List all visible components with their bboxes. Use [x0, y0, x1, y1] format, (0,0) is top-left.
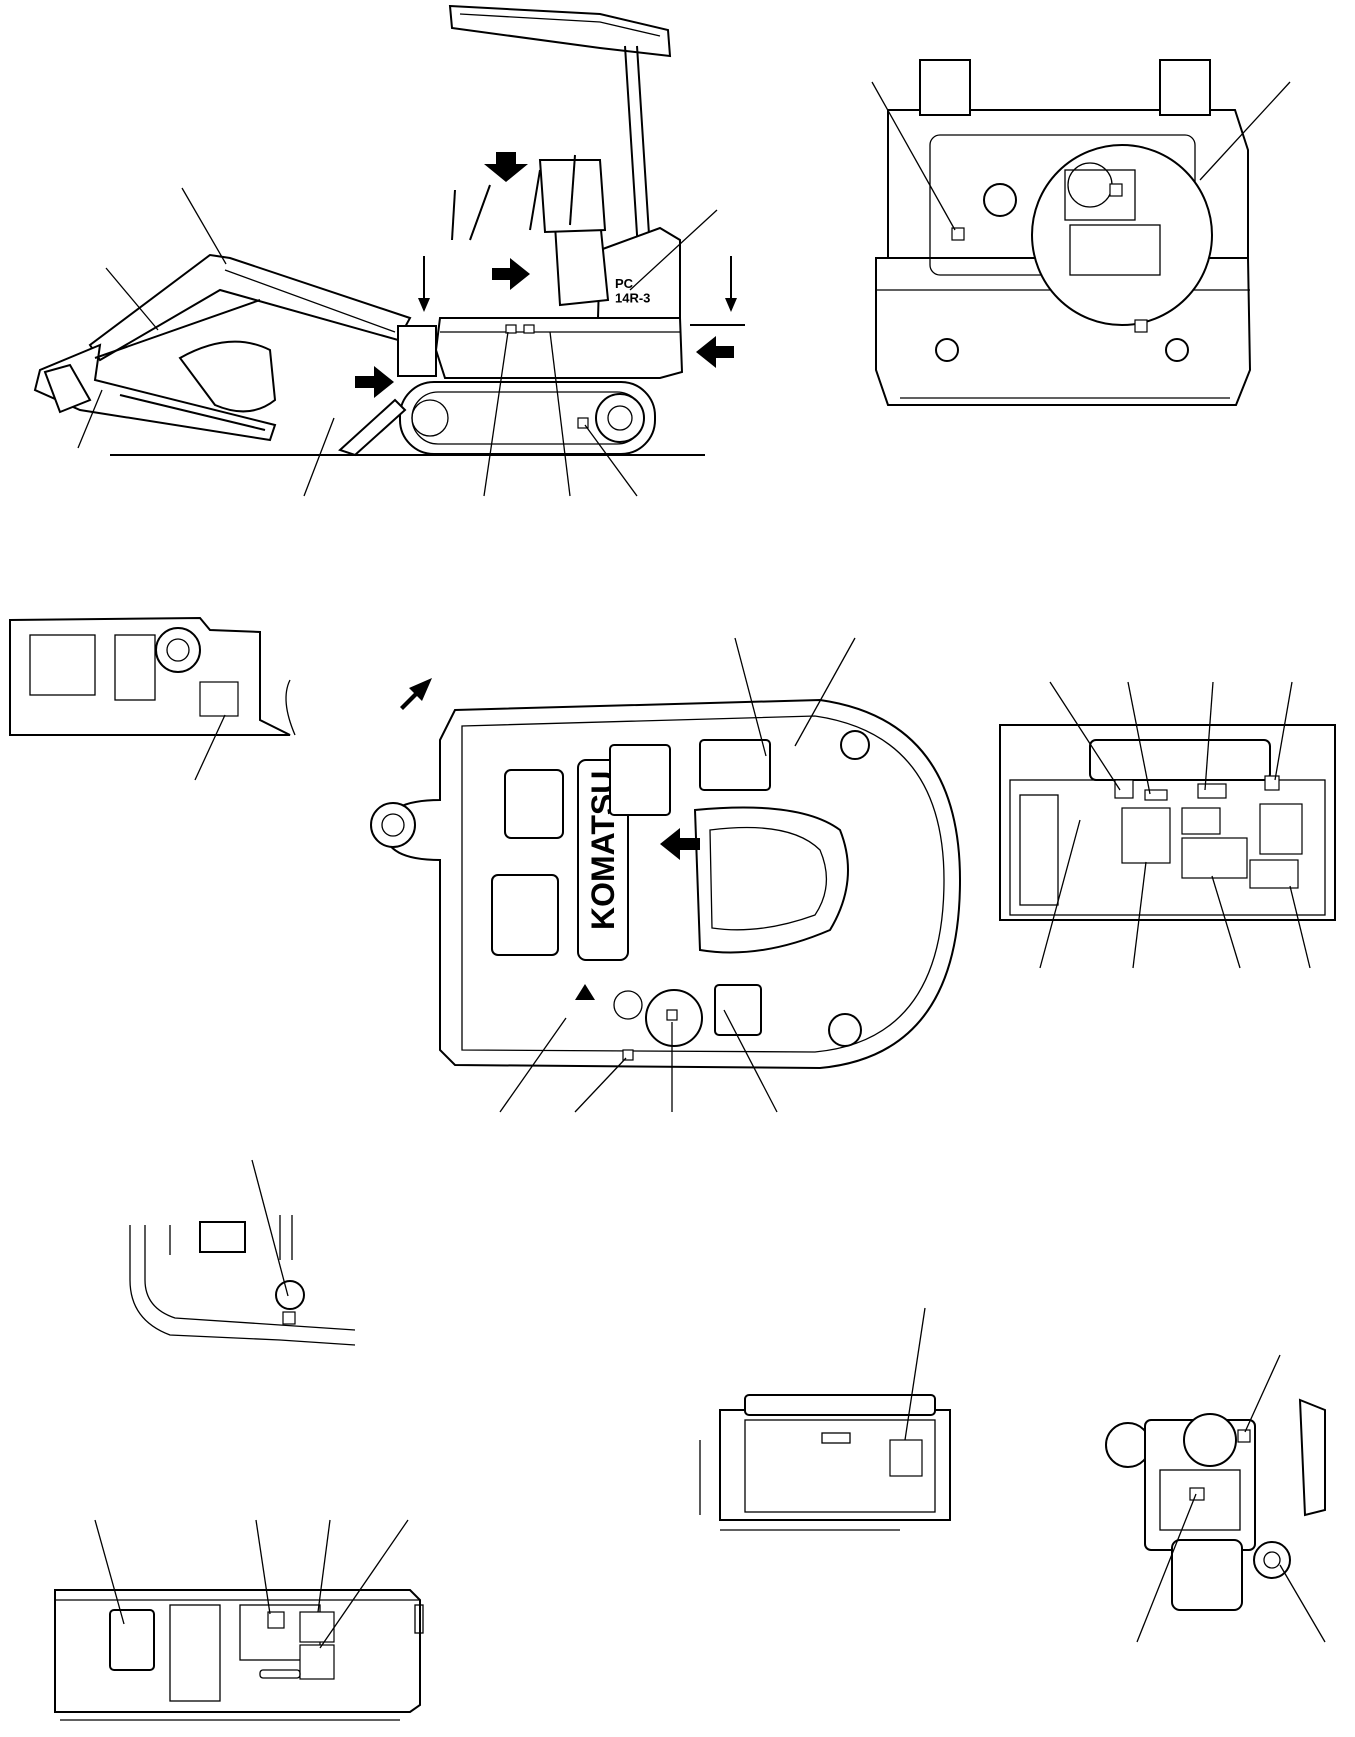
view-arrow-right: [492, 258, 530, 290]
corner-detail-view: [129, 1159, 356, 1346]
view-arrow-rear: [696, 336, 734, 368]
view-arrow-seat: [660, 828, 700, 860]
view-arrow-left: [355, 366, 394, 398]
bottom-side-panel-view: [54, 1519, 424, 1721]
engine-compartment-panel-view: [999, 681, 1336, 969]
view-arrow-top: [484, 152, 528, 182]
top-view-upper-structure: KOMATSU: [370, 637, 962, 1113]
right-panel-detail-view: [699, 1307, 951, 1531]
engine-detail-view: [1105, 1354, 1326, 1643]
view-arrow-diag: [400, 678, 432, 710]
rear-view-engine: [871, 59, 1291, 406]
left-side-panel-view: [9, 616, 296, 781]
